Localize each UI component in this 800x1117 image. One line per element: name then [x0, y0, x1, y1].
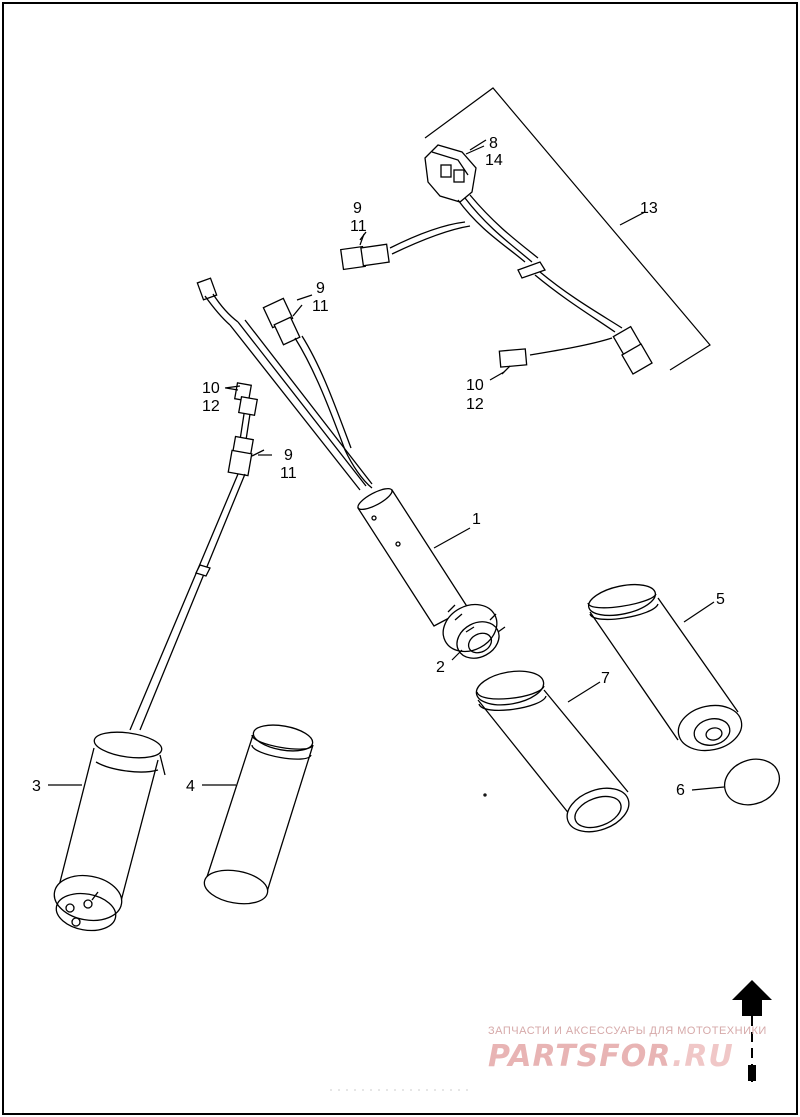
callout-2: 2 — [436, 659, 445, 676]
callout-9-top: 9 — [353, 200, 362, 217]
harness-13-bracket — [424, 87, 711, 371]
callout-6: 6 — [676, 782, 685, 799]
watermark-logo-main: PARTSFOR — [488, 1039, 672, 1074]
watermark-tagline: ЗАПЧАСТИ И АКСЕССУАРЫ ДЛЯ МОТОТЕХНИКИ — [488, 1025, 767, 1037]
callout-9-mid: 9 — [316, 280, 325, 297]
callout-12-left: 12 — [202, 398, 220, 415]
harness-13 — [339, 139, 653, 375]
callouts: 1 2 3 4 5 6 7 8 14 13 9 11 9 11 10 12 9 … — [32, 135, 725, 799]
grip-5 — [587, 583, 743, 752]
callout-7: 7 — [601, 670, 610, 687]
grip-7 — [475, 670, 630, 833]
callout-11-low: 11 — [280, 465, 297, 482]
callout-11-top: 11 — [350, 218, 367, 235]
end-cap-6 — [723, 758, 781, 806]
leader-lines — [48, 145, 725, 791]
callout-13: 13 — [640, 200, 658, 217]
watermark-logo-tld: .RU — [672, 1039, 734, 1074]
watermark: ЗАПЧАСТИ И АКСЕССУАРЫ ДЛЯ МОТОТЕХНИКИ PA… — [330, 1025, 767, 1091]
callout-9-low: 9 — [284, 447, 293, 464]
callout-3: 3 — [32, 778, 41, 795]
callout-8: 8 — [489, 135, 498, 152]
up-arrow-icon — [732, 980, 772, 1082]
watermark-logo: PARTSFOR.RU — [488, 1039, 734, 1074]
grip-3 — [53, 382, 265, 932]
callout-10-right: 10 — [466, 377, 484, 394]
callout-10-left: 10 — [202, 380, 220, 397]
callout-4: 4 — [186, 778, 195, 795]
callout-11-mid: 11 — [312, 298, 329, 315]
callout-1: 1 — [472, 511, 481, 528]
throttle-tube-1 — [196, 277, 506, 659]
grip-4 — [203, 724, 314, 905]
callout-5: 5 — [716, 591, 725, 608]
callout-14: 14 — [485, 152, 503, 169]
callout-12-right: 12 — [466, 396, 484, 413]
